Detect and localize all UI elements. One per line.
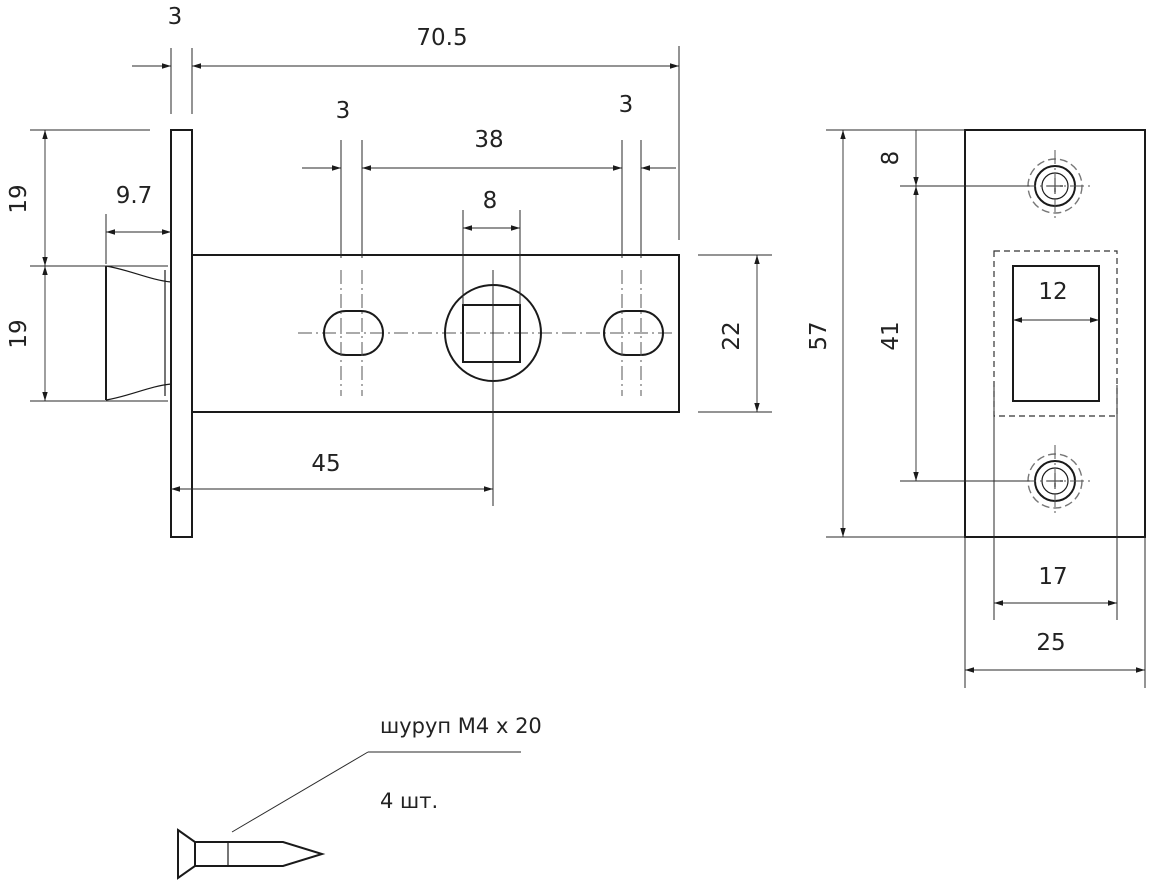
dim-upper-half-height: 19 (6, 184, 32, 213)
mounting-slot-left (323, 310, 384, 356)
latch-tongue (105, 265, 172, 401)
dim-spindle-square: 8 (483, 188, 498, 214)
dim-latch-projection: 9.7 (116, 183, 153, 209)
mounting-slot-right (603, 310, 664, 356)
dim-screw-hole-spacing: 41 (878, 321, 904, 350)
latch-dimension-labels: 3 70.5 3 38 3 8 9.7 19 19 22 45 (6, 4, 745, 477)
latch-extension-lines (30, 46, 772, 413)
screw-head (177, 828, 196, 880)
dim-slot-width-right: 3 (619, 92, 634, 118)
screw-spec-note: шуруп М4 х 20 (380, 714, 542, 738)
dim-body-height: 22 (719, 321, 745, 350)
dim-slot-spacing: 38 (474, 127, 503, 153)
dim-overall-length: 70.5 (416, 25, 467, 51)
strike-extension-lines (826, 129, 1146, 688)
spindle-square-hole (462, 304, 521, 363)
screw-quantity-note: 4 шт. (380, 789, 438, 813)
dim-plate-thickness: 3 (168, 4, 183, 30)
strike-pocket-outline (993, 250, 1118, 417)
strike-dimension-labels: 57 8 41 12 17 25 (806, 151, 1068, 656)
dim-strike-width: 25 (1036, 630, 1065, 656)
latch-dimension-lines (42, 63, 760, 492)
dim-slot-width-left: 3 (336, 98, 351, 124)
latch-body (191, 254, 680, 413)
dim-backset: 45 (311, 451, 340, 477)
dim-lower-half-height: 19 (6, 319, 32, 348)
screw-shank (195, 841, 326, 867)
dim-pocket-width: 17 (1038, 564, 1067, 590)
screw-leader (231, 751, 521, 833)
dim-screw-hole-offset: 8 (878, 151, 904, 166)
dim-strike-height: 57 (806, 321, 832, 350)
latch-side-view (105, 129, 680, 538)
strike-dimension-lines (840, 130, 1145, 673)
strike-plate-view (964, 129, 1146, 538)
strike-plate (964, 129, 1146, 538)
screw-drawing (177, 828, 326, 880)
latch-opening (1012, 265, 1100, 402)
dim-latch-opening-width: 12 (1038, 279, 1067, 305)
latch-face-plate (170, 129, 193, 538)
